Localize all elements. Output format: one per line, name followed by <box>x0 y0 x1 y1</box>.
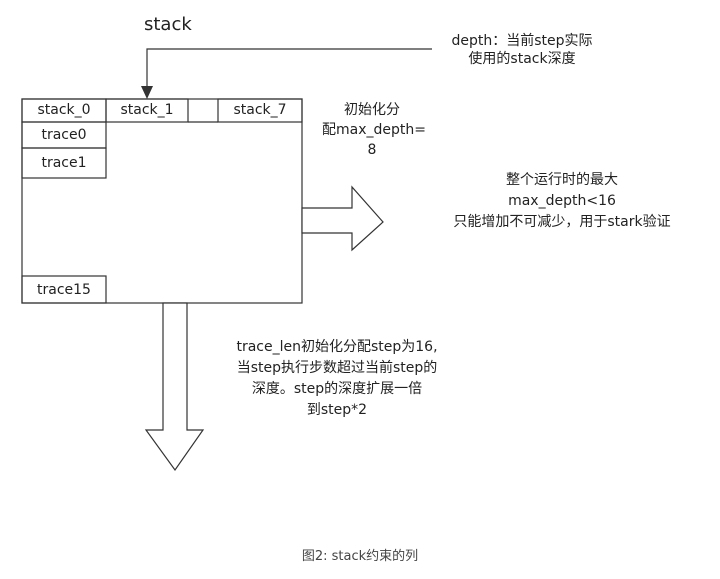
trace0-cell: trace0 <box>41 127 87 143</box>
trace-note-line4: 到step*2 <box>306 402 368 418</box>
init-note-line1: 初始化分 <box>344 102 400 118</box>
trace-note-line3: 深度。step的深度扩展一倍 <box>251 381 423 397</box>
trace1-cell-border <box>21 147 107 179</box>
depth-pointer-line <box>146 48 432 88</box>
down-hollow-arrow <box>144 302 205 472</box>
figure-caption: 图2: stack约束的列 <box>301 549 419 564</box>
depth-note: depth：当前step实际 使用的stack深度 <box>436 32 608 68</box>
trace-note-line1: trace_len初始化分配step为16, <box>236 339 438 355</box>
trace15-cell: trace15 <box>37 282 91 298</box>
init-note-line3: 8 <box>367 142 377 158</box>
stack-7-cell: stack_7 <box>233 102 287 118</box>
max-note-line3: 只能增加不可减少，用于stark验证 <box>453 214 671 230</box>
init-note: 初始化分 配max_depth= 8 <box>322 100 426 160</box>
max-note: 整个运行时的最大 max_depth<16 只能增加不可减少，用于stark验证 <box>414 170 710 233</box>
stack-7-cell-border <box>217 98 303 123</box>
stack-0-cell: stack_0 <box>37 102 91 118</box>
max-note-line2: max_depth<16 <box>508 193 616 209</box>
trace-note: trace_len初始化分配step为16, 当step执行步数超过当前step… <box>212 337 462 421</box>
trace1-cell: trace1 <box>41 155 87 171</box>
depth-note-line2: 使用的stack深度 <box>468 51 576 67</box>
trace-note-line2: 当step执行步数超过当前step的 <box>236 360 438 376</box>
init-note-line2: 配max_depth= <box>322 122 426 138</box>
top-stack-label: stack <box>144 14 192 35</box>
right-hollow-arrow <box>301 185 384 252</box>
stack-1-cell: stack_1 <box>120 102 174 118</box>
depth-note-line1: depth：当前step实际 <box>451 33 593 49</box>
trace15-cell-border <box>21 275 107 304</box>
depth-pointer-arrowhead <box>141 86 153 99</box>
max-note-line1: 整个运行时的最大 <box>506 172 618 188</box>
